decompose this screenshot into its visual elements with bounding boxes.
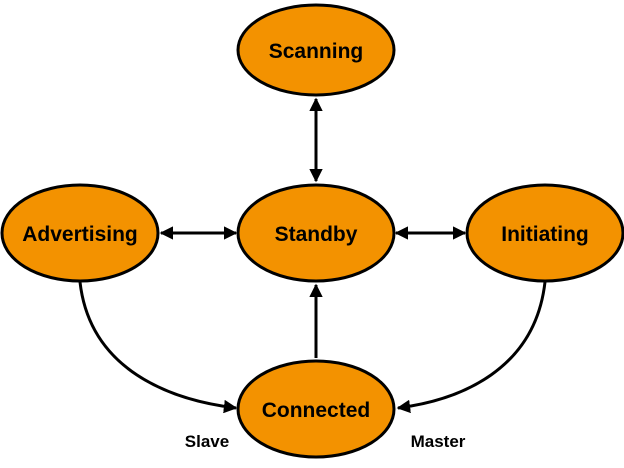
edge-label-slave: Slave — [185, 432, 229, 451]
state-label-scanning: Scanning — [269, 40, 364, 63]
edge-initiating-connected — [396, 281, 547, 414]
edge-label-master: Master — [411, 432, 466, 451]
state-label-initiating: Initiating — [501, 223, 589, 246]
state-initiating: Initiating — [465, 183, 624, 283]
state-standby: Standby — [236, 183, 396, 283]
state-scanning: Scanning — [236, 3, 396, 97]
state-connected: Connected — [236, 359, 396, 459]
edge-advertising-connected — [78, 281, 238, 414]
state-label-standby: Standby — [275, 223, 358, 246]
state-label-connected: Connected — [262, 399, 371, 422]
state-label-advertising: Advertising — [22, 223, 138, 246]
state-advertising: Advertising — [0, 183, 160, 283]
